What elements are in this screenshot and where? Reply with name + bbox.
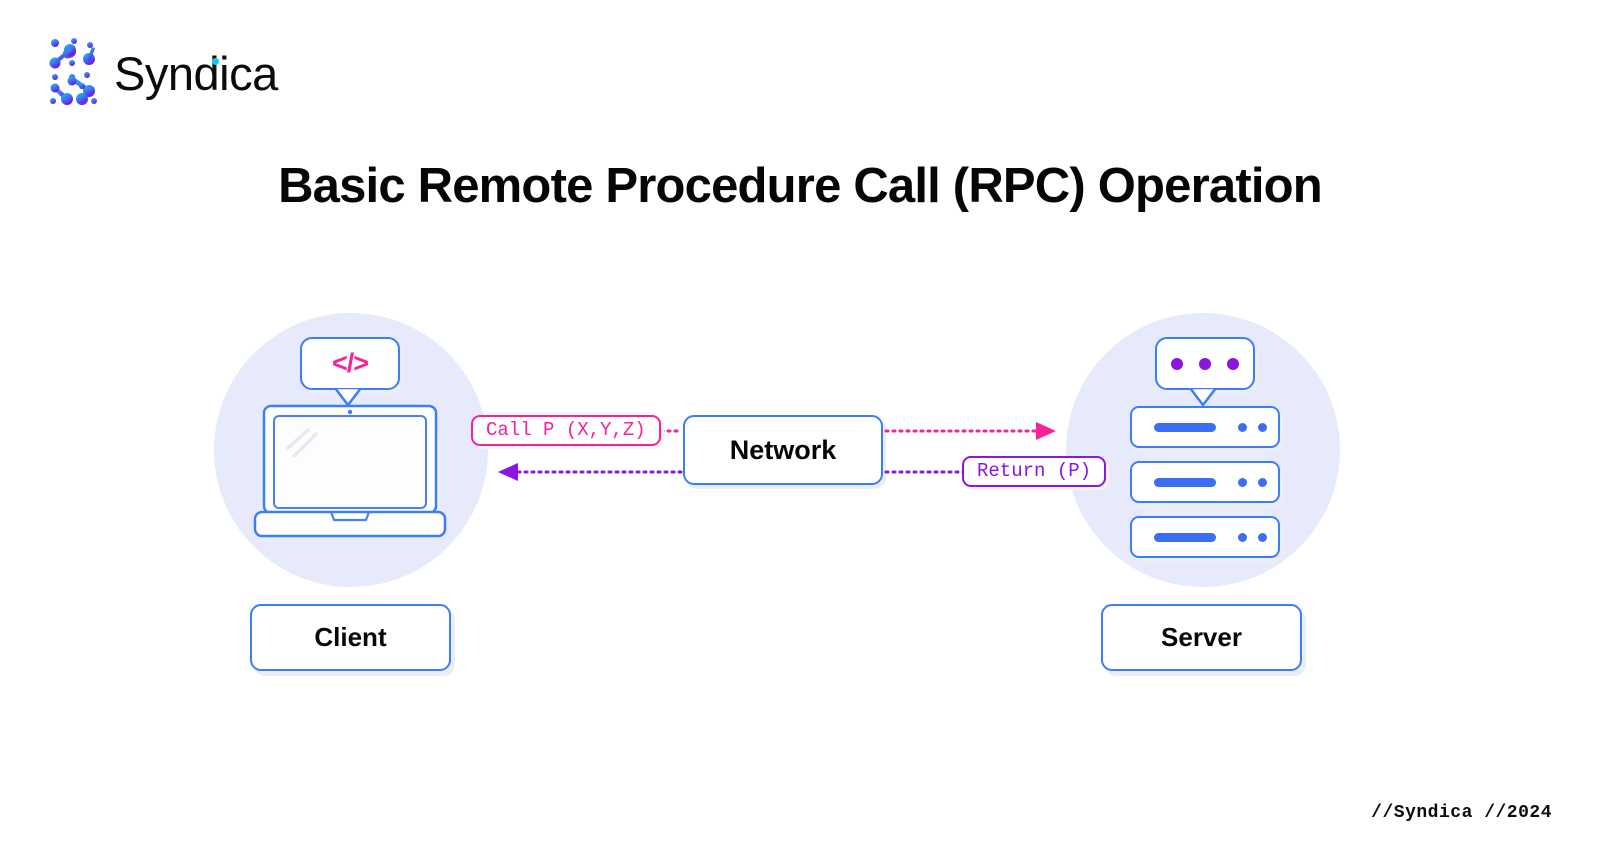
server-speech-bubble bbox=[1155, 337, 1255, 390]
server-rack-icon bbox=[1130, 406, 1280, 562]
dot-1 bbox=[1171, 357, 1183, 370]
network-node-box: Network bbox=[683, 415, 883, 485]
return-message-chip: Return (P) bbox=[962, 456, 1107, 487]
brand-wordmark: Syndica bbox=[114, 50, 278, 97]
indicator-dot bbox=[1258, 477, 1267, 487]
rack-bar-icon bbox=[1154, 477, 1216, 487]
syndica-network-dots-logo-icon bbox=[46, 36, 98, 108]
rack-unit-3 bbox=[1130, 516, 1280, 558]
rack-bar-icon bbox=[1154, 422, 1216, 432]
indicator-dot bbox=[1258, 532, 1267, 542]
page-title: Basic Remote Procedure Call (RPC) Operat… bbox=[278, 159, 1323, 213]
logo-i-dot-accent bbox=[212, 57, 219, 65]
return-arrowhead-icon bbox=[498, 463, 518, 481]
rack-unit-1 bbox=[1130, 406, 1280, 448]
server-bubble-tail-icon bbox=[1190, 388, 1216, 406]
rack-indicator-dots bbox=[1238, 477, 1267, 487]
dot-3 bbox=[1227, 357, 1239, 370]
footer-attribution: //Syndica //2024 bbox=[1371, 803, 1552, 823]
client-node-label: Client bbox=[250, 604, 451, 671]
three-dots-icon bbox=[1171, 357, 1239, 370]
brand-logo[interactable]: Syndica bbox=[46, 36, 278, 108]
code-brackets-icon: </> bbox=[331, 348, 369, 378]
indicator-dot bbox=[1238, 532, 1247, 542]
indicator-dot bbox=[1238, 422, 1247, 432]
laptop-icon bbox=[250, 404, 450, 540]
indicator-dot bbox=[1238, 477, 1247, 487]
server-node-label: Server bbox=[1101, 604, 1302, 671]
indicator-dot bbox=[1258, 422, 1267, 432]
rack-indicator-dots bbox=[1238, 532, 1267, 542]
call-message-chip: Call P (X,Y,Z) bbox=[471, 415, 661, 446]
dot-2 bbox=[1199, 357, 1211, 370]
client-speech-bubble: </> bbox=[300, 337, 400, 390]
client-bubble-tail-icon bbox=[335, 388, 361, 406]
rack-unit-2 bbox=[1130, 461, 1280, 503]
rack-indicator-dots bbox=[1238, 422, 1267, 432]
brand-name-text: Syndica bbox=[114, 46, 278, 100]
call-arrowhead-icon bbox=[1036, 422, 1056, 440]
rack-bar-icon bbox=[1154, 532, 1216, 542]
